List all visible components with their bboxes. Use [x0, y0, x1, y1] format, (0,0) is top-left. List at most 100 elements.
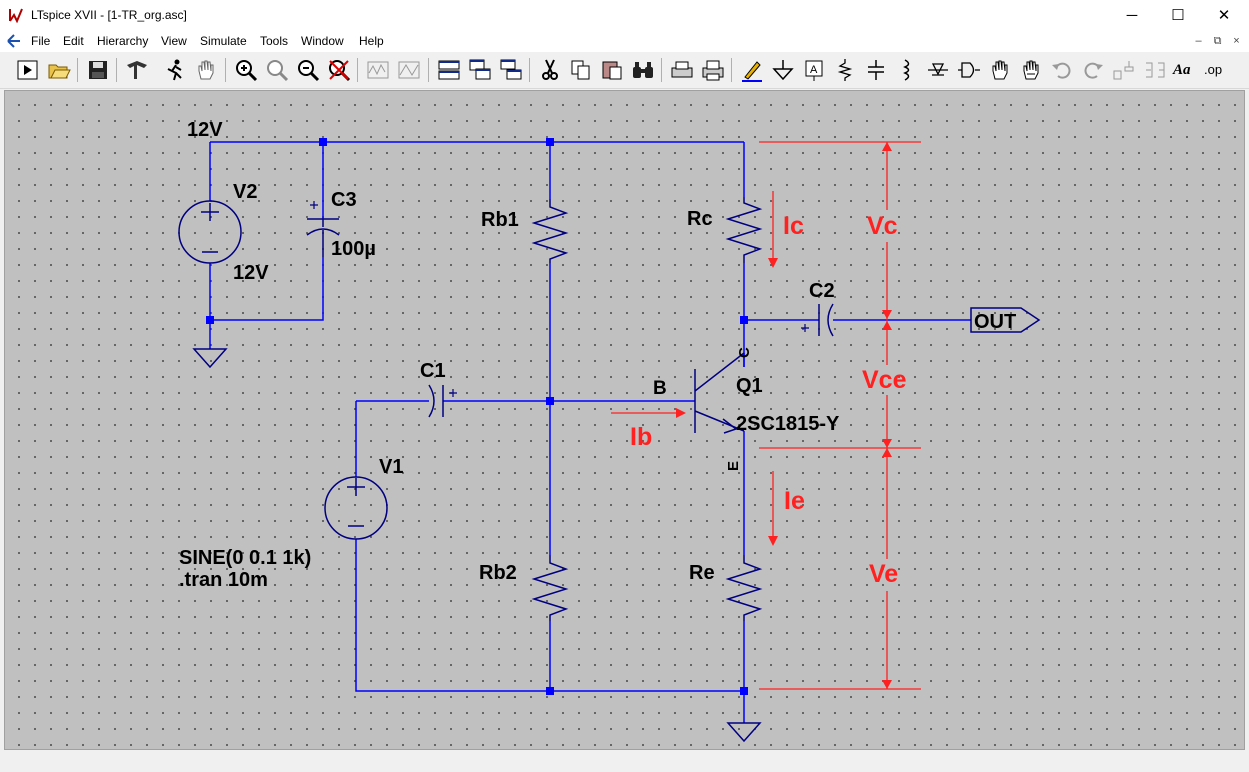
menu-hierarchy[interactable]: Hierarchy	[97, 34, 149, 48]
waveform-alt-icon[interactable]	[396, 57, 422, 83]
net-label-12v: 12V	[187, 119, 223, 141]
undo-icon[interactable]	[1049, 57, 1075, 83]
diode-icon[interactable]	[925, 57, 951, 83]
tile-horizontal-icon[interactable]	[436, 57, 462, 83]
c2-label: C2	[809, 280, 835, 302]
dimension-lines	[611, 141, 921, 690]
menu-bar: File Edit Hierarchy View Simulate Tools …	[0, 31, 1249, 52]
minimize-button[interactable]: ─	[1126, 7, 1138, 24]
rc-resistor[interactable]	[725, 197, 763, 263]
re-resistor[interactable]	[725, 555, 763, 621]
v1-sine-label: SINE(0 0.1 1k)	[179, 547, 311, 569]
zoom-cancel-icon[interactable]	[326, 57, 352, 83]
c3-value-label: 100µ	[331, 238, 376, 260]
rb1-resistor[interactable]	[531, 199, 569, 263]
c3-name-label: C3	[331, 189, 357, 211]
paste-icon[interactable]	[599, 57, 625, 83]
pan-hand-icon[interactable]	[193, 57, 219, 83]
pin-b-label: B	[653, 378, 667, 399]
v2-source[interactable]	[178, 200, 242, 264]
menu-simulate[interactable]: Simulate	[200, 34, 247, 48]
mirror-icon[interactable]	[1142, 57, 1168, 83]
schematic-canvas[interactable]: 12V V2 12V C3 100µ Rb1 Rb2 Rc Re C2 C1 O…	[4, 90, 1245, 750]
run-man-icon[interactable]	[162, 57, 188, 83]
close-button[interactable]: ✕	[1217, 7, 1231, 24]
c1-capacitor[interactable]	[428, 384, 457, 418]
rb2-resistor[interactable]	[531, 555, 569, 621]
zoom-in-icon[interactable]	[233, 57, 259, 83]
c1-label: C1	[420, 360, 446, 382]
v1-source[interactable]	[324, 476, 388, 540]
q1-name-label: Q1	[736, 375, 763, 397]
ib-annotation: Ib	[630, 423, 652, 451]
title-bar: LTspice XVII - [1-TR_org.asc] ─ ☐ ✕	[0, 0, 1249, 31]
mdi-minimize-button[interactable]: –	[1195, 35, 1202, 47]
find-icon[interactable]	[630, 57, 656, 83]
q1-model-label: 2SC1815-Y	[736, 413, 840, 435]
ve-annotation: Ve	[869, 560, 898, 588]
window-title: LTspice XVII - [1-TR_org.asc]	[31, 8, 187, 22]
wires	[209, 141, 971, 723]
q1-transistor[interactable]	[694, 352, 745, 434]
menu-window[interactable]: Window	[301, 34, 344, 48]
save-icon[interactable]	[85, 57, 111, 83]
redo-icon[interactable]	[1080, 57, 1106, 83]
print-icon[interactable]	[700, 57, 726, 83]
junctions	[206, 138, 748, 695]
control-panel-icon[interactable]	[124, 57, 150, 83]
spice-directive-icon[interactable]: .op	[1204, 62, 1223, 77]
maximize-button[interactable]: ☐	[1171, 7, 1185, 24]
re-label: Re	[689, 562, 715, 584]
move-icon[interactable]	[987, 57, 1013, 83]
resistor-icon[interactable]	[832, 57, 858, 83]
inductor-icon[interactable]	[894, 57, 920, 83]
mdi-restore-button[interactable]: ⧉	[1213, 35, 1222, 47]
drag-icon[interactable]	[1018, 57, 1044, 83]
menu-help[interactable]: Help	[359, 34, 384, 48]
ic-annotation: Ic	[783, 212, 804, 240]
schematic-doc-icon[interactable]	[5, 33, 22, 49]
print-setup-icon[interactable]	[669, 57, 695, 83]
menu-edit[interactable]: Edit	[63, 34, 84, 48]
ie-annotation: Ie	[784, 487, 805, 515]
pin-e-label: E	[725, 461, 742, 471]
waveform-icon[interactable]	[365, 57, 391, 83]
tran-directive-label: .tran 10m	[179, 569, 268, 591]
rotate-icon[interactable]	[1111, 57, 1137, 83]
ground-icon[interactable]	[770, 57, 796, 83]
ground-symbol	[192, 348, 762, 743]
menu-file[interactable]: File	[31, 34, 51, 48]
cut-icon[interactable]	[537, 57, 563, 83]
schematic-drawing[interactable]: 12V V2 12V C3 100µ Rb1 Rb2 Rc Re C2 C1 O…	[5, 91, 1246, 751]
run-icon[interactable]	[15, 57, 41, 83]
draw-wire-icon[interactable]	[739, 57, 765, 83]
v2-name-label: V2	[233, 181, 257, 203]
rb2-label: Rb2	[479, 562, 517, 584]
zoom-fit-icon[interactable]	[264, 57, 290, 83]
menu-tools[interactable]: Tools	[260, 34, 289, 48]
copy-icon[interactable]	[568, 57, 594, 83]
pin-c-label: C	[736, 347, 753, 358]
text-icon[interactable]: Aa	[1173, 62, 1191, 78]
out-net-label[interactable]	[970, 307, 1041, 333]
vc-annotation: Vc	[867, 212, 898, 240]
ltspice-logo-icon	[8, 7, 24, 23]
dimension-arrowheads	[882, 142, 892, 689]
status-bar	[0, 751, 1249, 772]
cascade-icon[interactable]	[467, 57, 493, 83]
vce-annotation: Vce	[862, 366, 907, 394]
c3-capacitor[interactable]	[306, 201, 340, 257]
rc-label: Rc	[687, 208, 713, 230]
out-label-text: OUT	[974, 311, 1016, 333]
svg-text:A: A	[810, 64, 818, 76]
capacitor-icon[interactable]	[863, 57, 889, 83]
mdi-close-button[interactable]: ×	[1233, 35, 1240, 47]
menu-view[interactable]: View	[161, 34, 187, 48]
c2-capacitor[interactable]	[801, 303, 834, 337]
label-icon[interactable]: A	[801, 57, 827, 83]
rb1-label: Rb1	[481, 209, 519, 231]
component-icon[interactable]	[956, 57, 982, 83]
tile-vertical-icon[interactable]	[498, 57, 524, 83]
zoom-out-icon[interactable]	[295, 57, 321, 83]
open-icon[interactable]	[46, 57, 72, 83]
